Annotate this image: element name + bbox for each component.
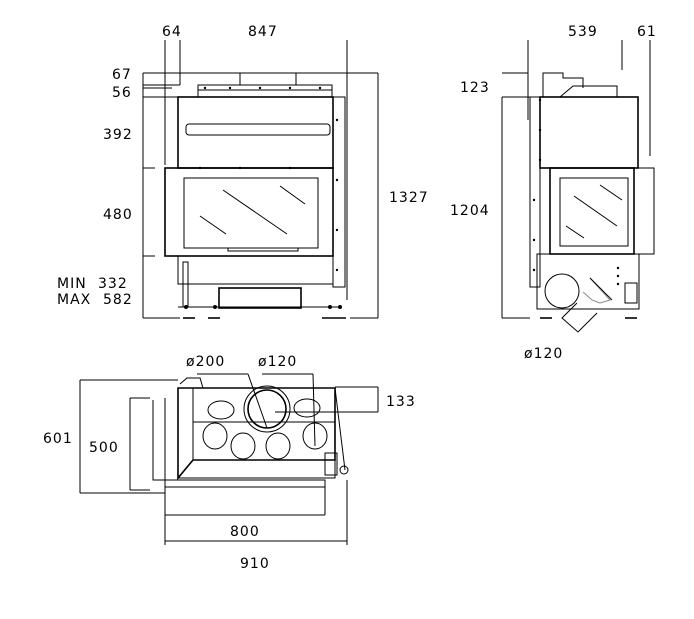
- side-stove-body: [529, 72, 655, 333]
- dim-flue-200: ø200: [186, 354, 225, 370]
- front-dimension-lines: [142, 40, 379, 319]
- dim-123: 123: [460, 80, 490, 96]
- dim-133: 133: [386, 394, 416, 410]
- dim-500: 500: [89, 440, 119, 456]
- dim-64: 64: [162, 24, 182, 40]
- dim-max-label: MAX: [57, 292, 91, 308]
- dim-outlet-120: ø120: [524, 346, 563, 362]
- dim-flue-120: ø120: [258, 354, 297, 370]
- dim-910: 910: [240, 556, 270, 572]
- front-view: 64 847 67 56 392 480 MIN 332 MAX 582 132…: [57, 24, 429, 319]
- dim-min-332: 332: [98, 276, 128, 292]
- dim-1204: 1204: [450, 203, 490, 219]
- side-dimension-lines: [501, 40, 651, 319]
- plan-stove-body: [152, 377, 349, 488]
- plan-dimension-lines: [79, 373, 379, 545]
- dim-max-582: 582: [103, 292, 133, 308]
- dim-56: 56: [112, 85, 132, 101]
- dim-67: 67: [112, 67, 132, 83]
- dim-392: 392: [103, 127, 133, 143]
- dim-601: 601: [43, 431, 73, 447]
- dim-min-label: MIN: [57, 276, 87, 292]
- dim-539: 539: [568, 24, 598, 40]
- front-stove-body: [164, 72, 346, 319]
- dim-847: 847: [248, 24, 278, 40]
- dim-480: 480: [103, 207, 133, 223]
- plan-view: ø200 ø120 133 601 500 800 910: [43, 354, 416, 572]
- side-view: 539 61 123 1204 ø120: [450, 24, 657, 362]
- dim-1327: 1327: [389, 190, 429, 206]
- dim-800: 800: [230, 524, 260, 540]
- dim-61: 61: [637, 24, 657, 40]
